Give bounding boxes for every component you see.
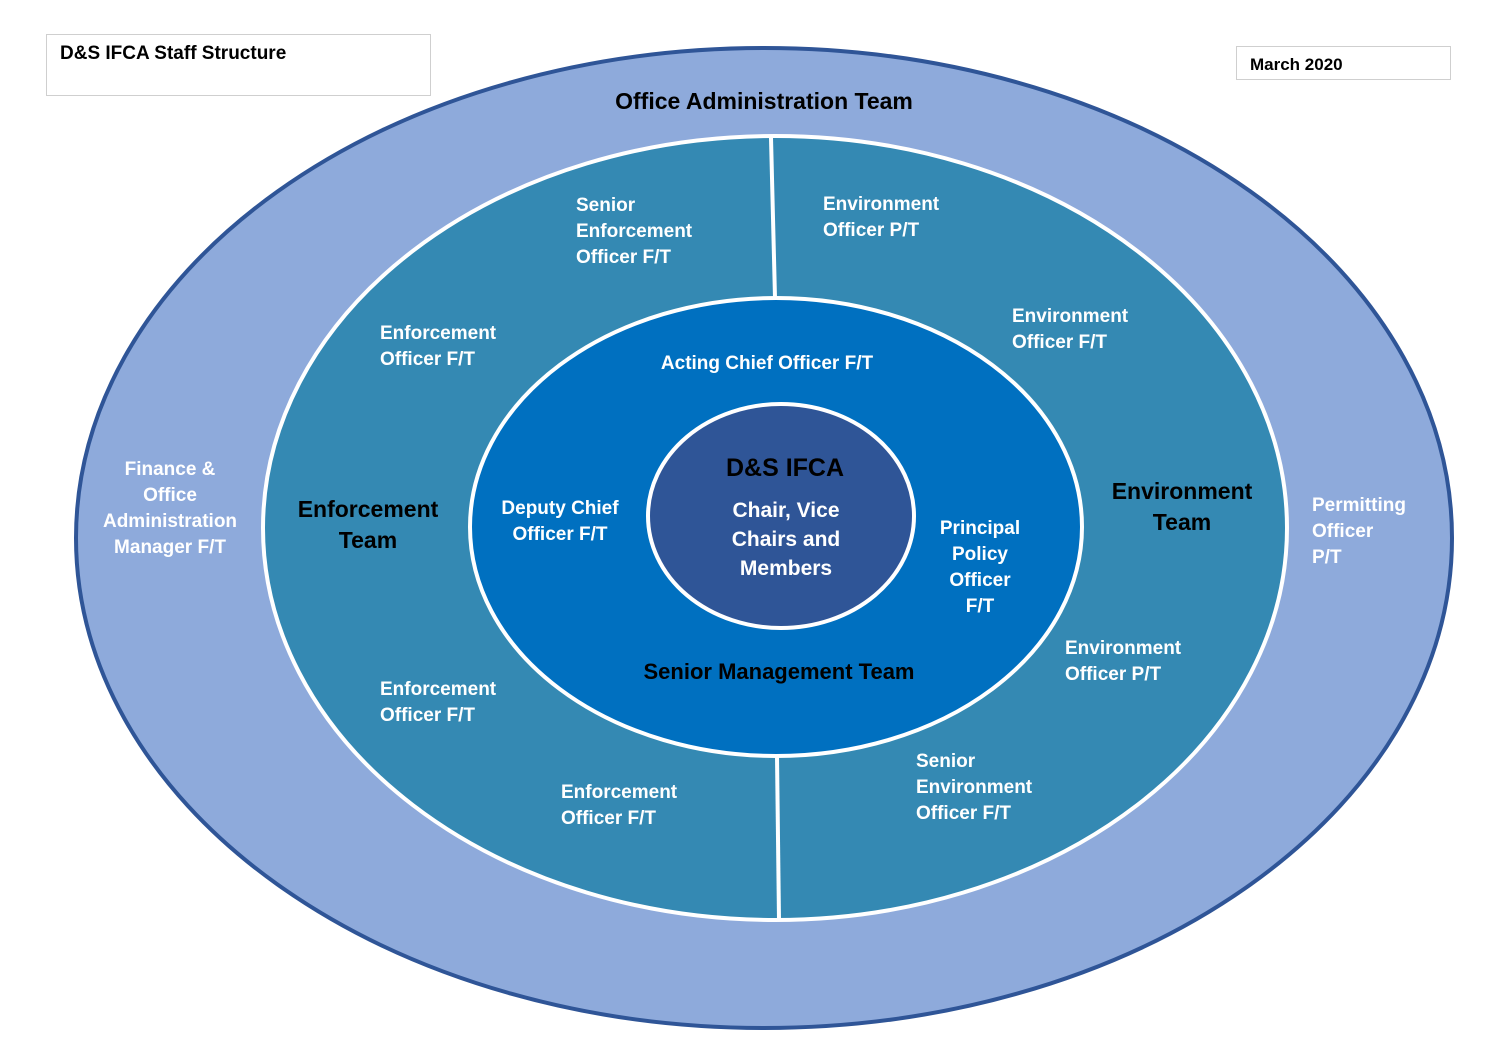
diagram-date: March 2020 xyxy=(1236,46,1451,80)
senior-management-team-title: Senior Management Team xyxy=(643,659,915,684)
office-administration-team-title: Office Administration Team xyxy=(615,88,913,114)
team-divider-top xyxy=(769,137,777,299)
team-divider-bottom xyxy=(775,755,781,921)
core-circle xyxy=(646,402,916,630)
core-title: D&S IFCA xyxy=(725,454,845,482)
acting-chief-officer-label: Acting Chief Officer F/T xyxy=(660,353,874,374)
diagram-title: D&S IFCA Staff Structure xyxy=(46,34,431,96)
